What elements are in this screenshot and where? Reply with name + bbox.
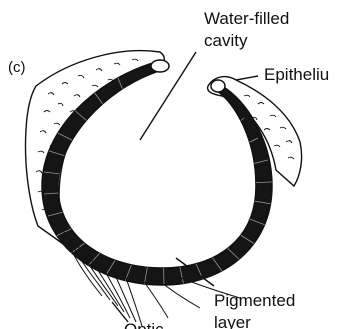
optic-label: Optic (124, 320, 164, 329)
cavity-label-line2: cavity (204, 31, 248, 50)
panel-label: (c) (8, 59, 26, 76)
pigmented-label-line2: layer (214, 313, 251, 329)
cavity-label-line1: Water-filled (204, 9, 289, 28)
leader-epithelium (236, 76, 258, 80)
epithelium-left (26, 51, 165, 246)
epithelium-label: Epitheliu (264, 65, 329, 84)
pigmented-label-line1: Pigmented (214, 291, 295, 310)
